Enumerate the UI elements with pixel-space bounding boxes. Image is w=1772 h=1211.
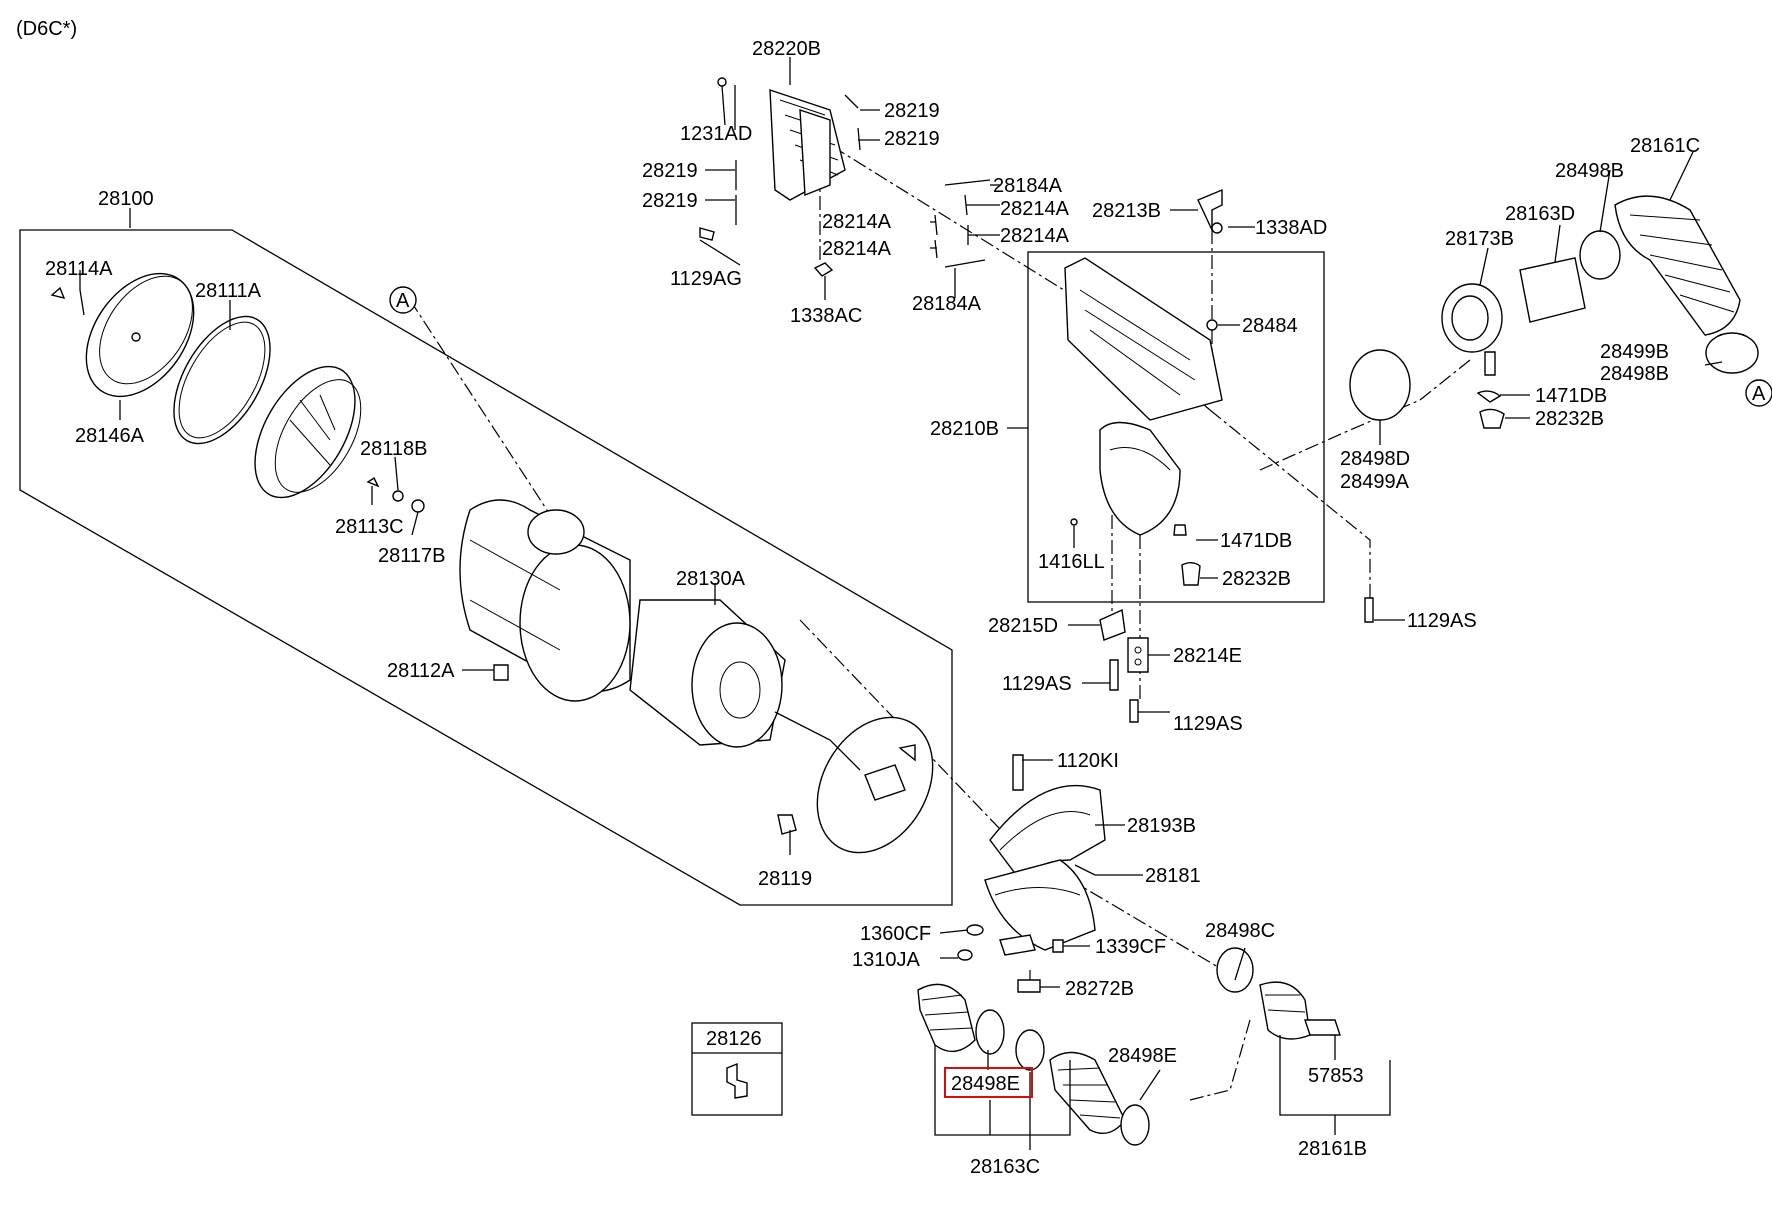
variant-label: (D6C*) [16, 18, 77, 40]
label-1310ja: 1310JA [852, 949, 920, 971]
part-28220b-drawing [699, 77, 861, 277]
label-57853: 57853 [1308, 1065, 1364, 1087]
part-28213b-drawing [1197, 188, 1223, 231]
label-28100: 28100 [98, 188, 154, 210]
label-28119: 28119 [758, 868, 812, 890]
label-28184a-1: 28184A [993, 175, 1063, 197]
label-28111a: 28111A [195, 280, 262, 302]
label-28213b: 28213B [1092, 200, 1161, 222]
label-28498b-2: 28498B [1600, 363, 1669, 385]
label-28219-4: 28219 [642, 190, 698, 212]
label-28126: 28126 [706, 1028, 762, 1050]
label-1471db-1: 1471DB [1220, 530, 1292, 552]
leader-lines [79, 57, 1723, 1150]
label-28161c: 28161C [1630, 135, 1700, 157]
pins-28214a-drawing [934, 179, 991, 268]
label-28498c: 28498C [1205, 920, 1275, 942]
filter-element-28130a-drawing [629, 599, 786, 748]
label-1416ll: 1416LL [1038, 551, 1105, 573]
label-28113c: 28113C [335, 516, 404, 538]
lower-hose-assembly-drawing [917, 947, 1341, 1146]
label-28214a-1: 28214A [1000, 198, 1070, 220]
part-28126-box [691, 1022, 783, 1116]
label-28210b: 28210B [930, 418, 999, 440]
label-28214a-3: 28214A [1000, 225, 1070, 247]
brackets-28215d-28214e-drawing [1099, 597, 1374, 723]
label-28214a-4: 28214A [822, 238, 892, 260]
label-28181: 28181 [1145, 865, 1201, 887]
label-28214e: 28214E [1173, 645, 1242, 667]
label-28112a: 28112A [387, 660, 455, 682]
label-1129as-2: 1129AS [1173, 713, 1243, 735]
label-1339cf: 1339CF [1095, 936, 1166, 958]
label-28193b: 28193B [1127, 815, 1196, 837]
label-28484: 28484 [1242, 315, 1298, 337]
label-28220b: 28220B [752, 38, 821, 60]
callout-a-right: A [1752, 383, 1766, 405]
label-28232b-2: 28232B [1535, 408, 1604, 430]
label-1338ad: 1338AD [1255, 217, 1327, 239]
label-28498e-1: 28498E [1108, 1045, 1177, 1067]
label-28219-3: 28219 [642, 160, 698, 182]
label-1231ad: 1231AD [680, 123, 752, 145]
part-28210b-drawing [1064, 257, 1223, 586]
intake-duct-frame [1027, 251, 1325, 603]
label-28173b: 28173B [1445, 228, 1514, 250]
label-1471db-2: 1471DB [1535, 385, 1607, 407]
air-cleaner-assembly-frame [19, 229, 953, 906]
label-28219-1: 28219 [884, 100, 940, 122]
label-1360cf: 1360CF [860, 923, 931, 945]
label-28498b-1: 28498B [1555, 160, 1624, 182]
callout-a-left: A [396, 290, 410, 312]
part-28126-icon [726, 1062, 748, 1099]
label-28163d: 28163D [1505, 203, 1575, 225]
label-1338ac: 1338AC [790, 305, 862, 327]
label-28117b: 28117B [378, 545, 445, 567]
label-1129as-3: 1129AS [1407, 610, 1477, 632]
air-cleaner-body-drawing [254, 365, 631, 702]
label-28498d: 28498D [1340, 448, 1410, 470]
label-1129as-1: 1129AS [1002, 673, 1072, 695]
part-1338ad-drawing [1211, 222, 1223, 234]
callout-a-right-circle [1745, 379, 1772, 407]
cover-28146a-drawing [50, 272, 271, 445]
label-28498e-2: 28498E [951, 1073, 1020, 1095]
callout-a-left-circle [389, 286, 417, 314]
label-28499a: 28499A [1340, 471, 1410, 493]
end-cap-28119-drawing [774, 711, 934, 854]
highlight-28498e-box [944, 1067, 1033, 1098]
label-28219-2: 28219 [884, 128, 940, 150]
part-labels: 28220B 28219 28219 1231AD 28219 28219 11… [45, 38, 1700, 1178]
label-28163c: 28163C [970, 1156, 1040, 1178]
label-28161b: 28161B [1298, 1138, 1367, 1160]
label-28146a: 28146A [75, 425, 145, 447]
label-28215d: 28215D [988, 615, 1058, 637]
label-28232b-1: 28232B [1222, 568, 1291, 590]
label-28130a: 28130A [676, 568, 746, 590]
label-28114a: 28114A [45, 258, 113, 280]
mount-bracket-28181-drawing [957, 754, 1106, 993]
label-28118b: 28118B [360, 438, 427, 460]
label-28499b: 28499B [1600, 341, 1669, 363]
label-28184a-2: 28184A [912, 293, 982, 315]
label-28214a-2: 28214A [822, 211, 892, 233]
label-1120ki: 1120KI [1057, 750, 1119, 772]
label-28272b: 28272B [1065, 978, 1134, 1000]
label-1129ag: 1129AG [670, 268, 742, 290]
